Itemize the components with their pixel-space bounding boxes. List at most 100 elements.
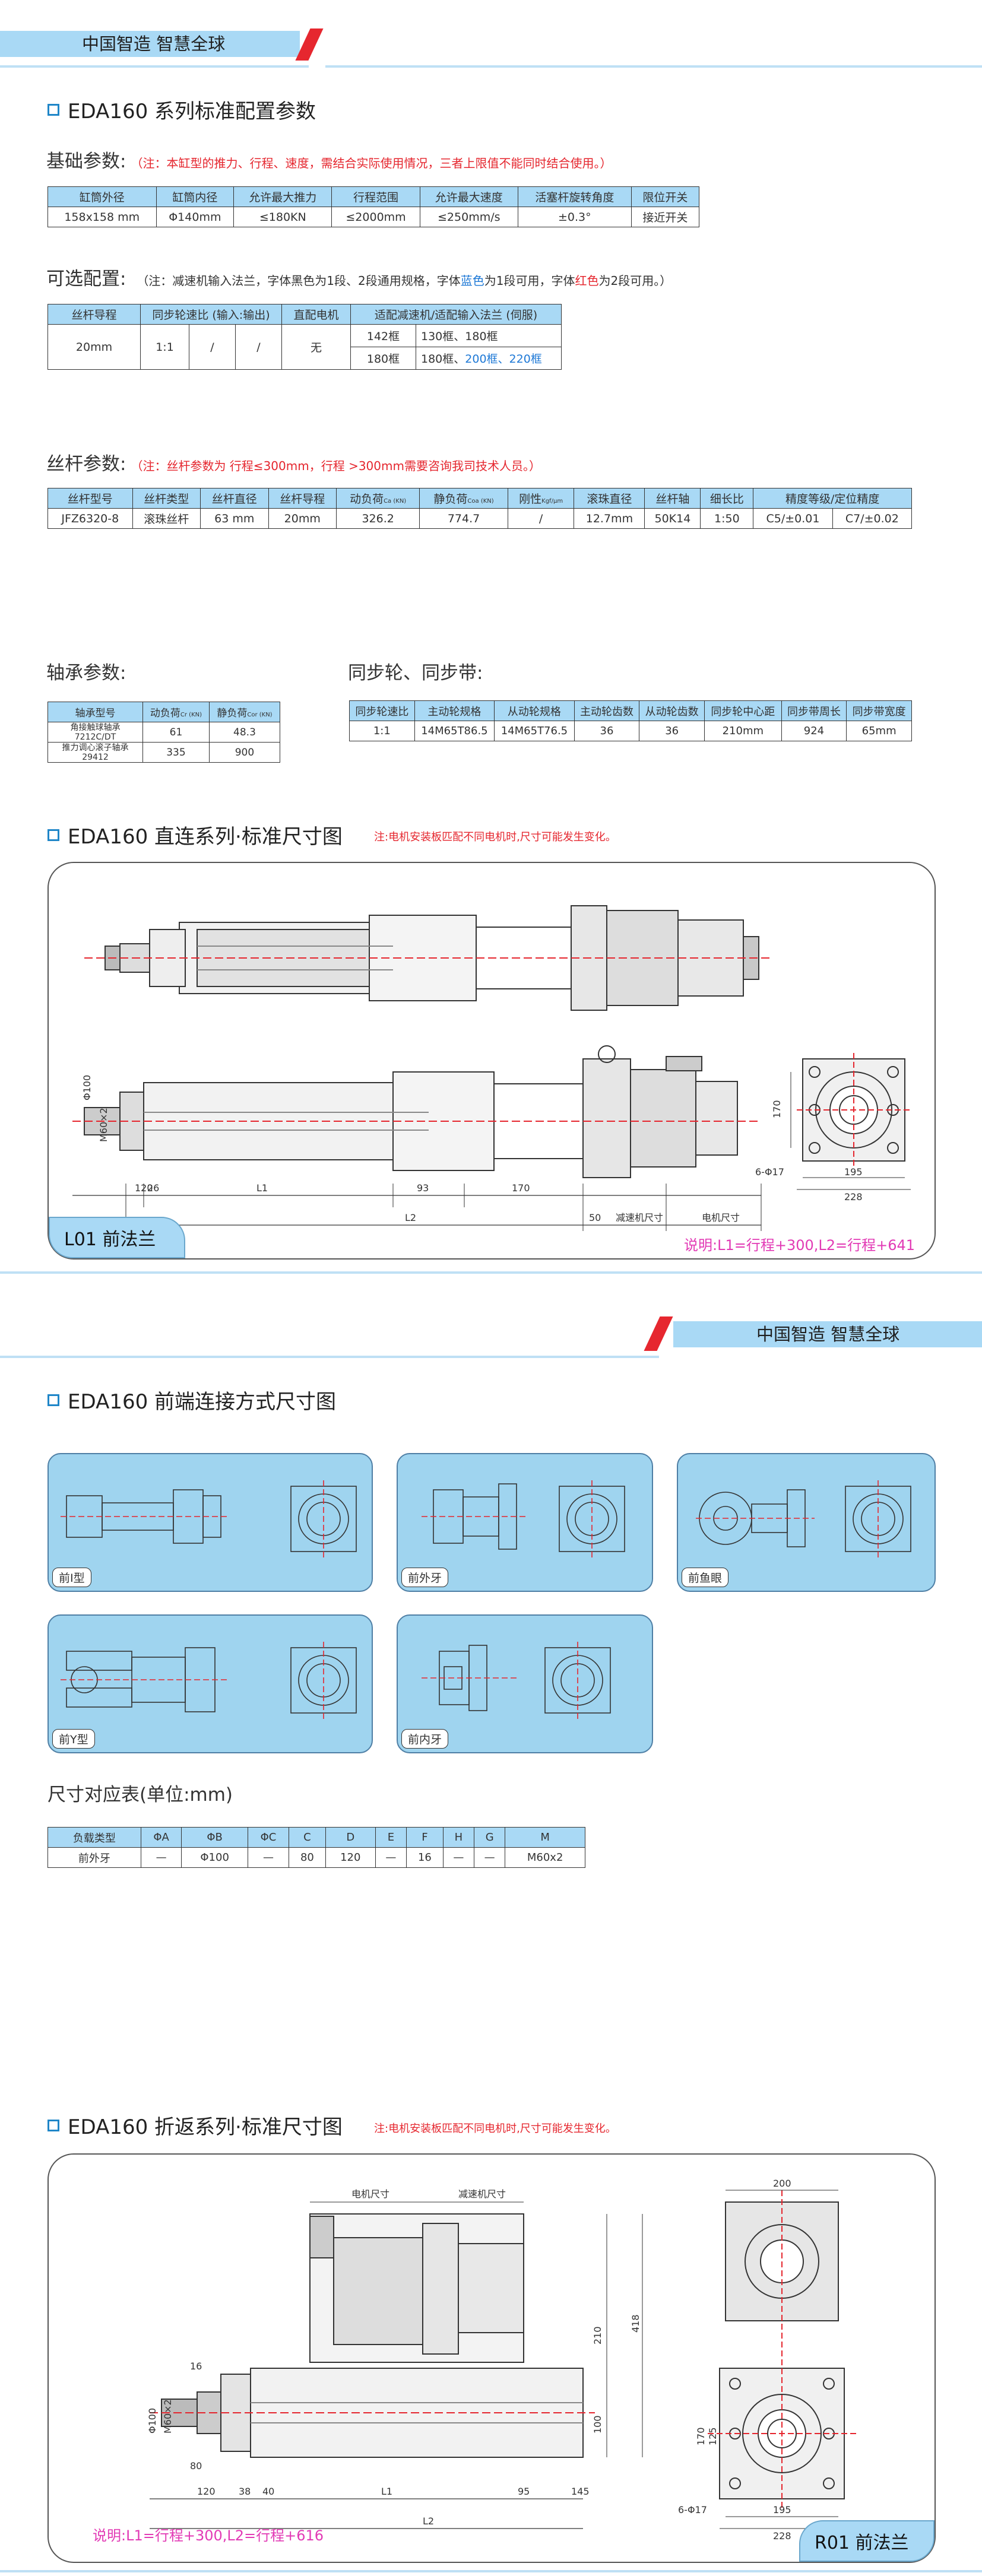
bullet-square-icon — [47, 1394, 59, 1406]
sync-cell-6: 924 — [781, 721, 847, 741]
sync-cell-4: 36 — [639, 721, 705, 741]
bullet-square-icon — [47, 103, 59, 116]
direct-note: 注:电机安装板匹配不同电机时,尺寸可能发生变化。 — [374, 831, 616, 843]
basic-cell-5: ±0.3° — [517, 207, 632, 227]
screw-cell-6: / — [507, 508, 575, 529]
card-front-male[interactable]: 前外牙 — [397, 1453, 653, 1592]
direct-explain: 说明:L1=行程+300,L2=行程+641 — [684, 1237, 916, 1254]
sync-header-5: 同步轮中心距 — [704, 700, 782, 721]
screw-heading: 丝杆参数:（注：丝杆参数为 行程≤300mm，行程 >300mm需要咨询我司技术… — [46, 453, 541, 475]
fold-dim-l1: L1 — [381, 2486, 392, 2497]
front-cell-2: Φ100 — [181, 1847, 248, 1868]
basic-header-0: 缸筒外径 — [47, 186, 157, 207]
card-front-fisheye[interactable]: 前鱼眼 — [677, 1453, 936, 1592]
dim-l1: L1 — [256, 1182, 268, 1194]
mid-rule — [0, 1271, 982, 1274]
fold-dim-170: 170 — [695, 2427, 707, 2445]
front-cell-1: — — [140, 1847, 182, 1868]
top-rule-left — [0, 65, 309, 68]
screw-cell-7: 12.7mm — [574, 508, 645, 529]
dim-170: 170 — [512, 1182, 530, 1194]
fold-dim-phi100: Φ100 — [147, 2408, 158, 2434]
dim-50: 50 — [589, 1212, 601, 1223]
front-header-1: ΦA — [140, 1827, 182, 1848]
section-title-config: EDA160 系列标准配置参数 — [47, 95, 316, 124]
sync-header-6: 同步带周长 — [781, 700, 847, 721]
fold-dim-145: 145 — [571, 2486, 590, 2497]
front-female-drawing — [422, 1642, 611, 1719]
basic-cell-6: 接近开关 — [631, 207, 700, 227]
optional-table: 丝杆导程 同步轮速比 (输入:输出) 直配电机 适配减速机/适配输入法兰 (伺服… — [47, 304, 562, 370]
basic-header-6: 限位开关 — [631, 186, 700, 207]
card-front-female[interactable]: 前内牙 — [397, 1614, 653, 1753]
fold-dim-m60: M60×2 — [162, 2399, 173, 2434]
section-title-front: EDA160 前端连接方式尺寸图 — [47, 1385, 336, 1414]
banner-stripe — [644, 1316, 673, 1351]
direct-drawing-panel: 120 26 L1 93 170 50 减速机尺寸 电机尺寸 L2 Φ100 M… — [47, 862, 936, 1260]
mid-banner-rule — [0, 1356, 659, 1358]
front-i-drawing — [61, 1480, 357, 1557]
front-header-0: 负载类型 — [47, 1827, 141, 1848]
sync-cell-1: 14M65T86.5 — [414, 721, 495, 741]
screw-cell-5: 774.7 — [419, 508, 508, 529]
sync-cell-2: 14M65T76.5 — [494, 721, 575, 741]
front-header-9: G — [474, 1827, 506, 1848]
front-cell-4: 80 — [289, 1847, 326, 1868]
fold-dim-16: 16 — [190, 2361, 202, 2372]
fold-dim-210: 210 — [592, 2326, 603, 2345]
fold-explain: 说明:L1=行程+300,L2=行程+616 — [93, 2527, 324, 2544]
screw-cell-3: 20mm — [268, 508, 337, 529]
fold-dim-100: 100 — [592, 2415, 603, 2434]
sync-cell-0: 1:1 — [349, 721, 415, 741]
fold-model-tag: R01 前法兰 — [799, 2520, 935, 2562]
front-header-6: E — [375, 1827, 407, 1848]
basic-cell-3: ≤2000mm — [331, 207, 420, 227]
screw-table: 丝杆型号 丝杆类型 丝杆直径 丝杆导程 动负荷Ca (KN) 静负荷Coa (K… — [47, 488, 913, 529]
front-header-10: M — [505, 1827, 585, 1848]
fold-drawing-panel: 电机尺寸 减速机尺寸 16 80 120 38 40 L1 95 145 L2 … — [47, 2153, 936, 2563]
fold-note: 注:电机安装板匹配不同电机时,尺寸可能发生变化。 — [374, 2123, 616, 2135]
optional-heading: 可选配置: （注：减速机输入法兰，字体黑色为1段、2段通用规格，字体蓝色为1段可… — [46, 268, 672, 290]
basic-header-5: 活塞杆旋转角度 — [517, 186, 632, 207]
dim-holes: 6-Φ17 — [755, 1166, 784, 1178]
fold-dim-200: 200 — [773, 2178, 791, 2189]
card-front-y[interactable]: 前Y型 — [47, 1614, 373, 1753]
bearing-heading: 轴承参数: — [46, 662, 126, 684]
front-cell-3: — — [247, 1847, 290, 1868]
front-header-3: ΦC — [247, 1827, 290, 1848]
front-header-7: F — [406, 1827, 444, 1848]
fold-dim-418: 418 — [630, 2314, 641, 2333]
basic-header-3: 行程范围 — [331, 186, 420, 207]
fold-dim-38: 38 — [239, 2486, 251, 2497]
front-male-drawing — [422, 1480, 625, 1557]
basic-header-4: 允许最大速度 — [419, 186, 518, 207]
sync-header-7: 同步带宽度 — [846, 700, 912, 721]
bullet-square-icon — [47, 829, 59, 841]
front-fisheye-drawing — [696, 1480, 911, 1557]
dim-228: 228 — [844, 1191, 863, 1203]
screw-cell-2: 63 mm — [200, 508, 269, 529]
basic-heading: 基础参数:（注：本缸型的推力、行程、速度，需结合实际使用情况，三者上限值不能同时… — [46, 151, 612, 172]
card-front-i[interactable]: 前I型 — [47, 1453, 373, 1592]
basic-cell-4: ≤250mm/s — [419, 207, 518, 227]
front-cell-0: 前外牙 — [47, 1847, 141, 1868]
screw-cell-9: 1:50 — [700, 508, 754, 529]
top-rule — [325, 65, 982, 68]
fold-series-drawing: 电机尺寸 减速机尺寸 16 80 120 38 40 L1 95 145 L2 … — [147, 2178, 856, 2542]
front-cell-8: — — [442, 1847, 475, 1868]
fold-dim-40: 40 — [262, 2486, 274, 2497]
sync-header-4: 从动轮齿数 — [639, 700, 705, 721]
basic-cell-2: ≤180KN — [233, 207, 332, 227]
basic-header-1: 缸筒内径 — [156, 186, 235, 207]
dim-h170: 170 — [771, 1100, 783, 1118]
screw-cell-11: C7/±0.02 — [832, 508, 913, 529]
basic-cell-1: Φ140mm — [156, 207, 235, 227]
fold-dim-95: 95 — [518, 2486, 530, 2497]
screw-cell-1: 滚珠丝杆 — [132, 508, 201, 529]
fold-dim-l2: L2 — [423, 2515, 434, 2527]
sync-cell-7: 65mm — [846, 721, 912, 741]
basic-table: 缸筒外径缸筒内径允许最大推力行程范围允许最大速度活塞杆旋转角度限位开关 158x… — [47, 186, 700, 227]
dim-120: 120 — [135, 1182, 153, 1194]
fold-dim-reducer: 减速机尺寸 — [458, 2188, 506, 2200]
